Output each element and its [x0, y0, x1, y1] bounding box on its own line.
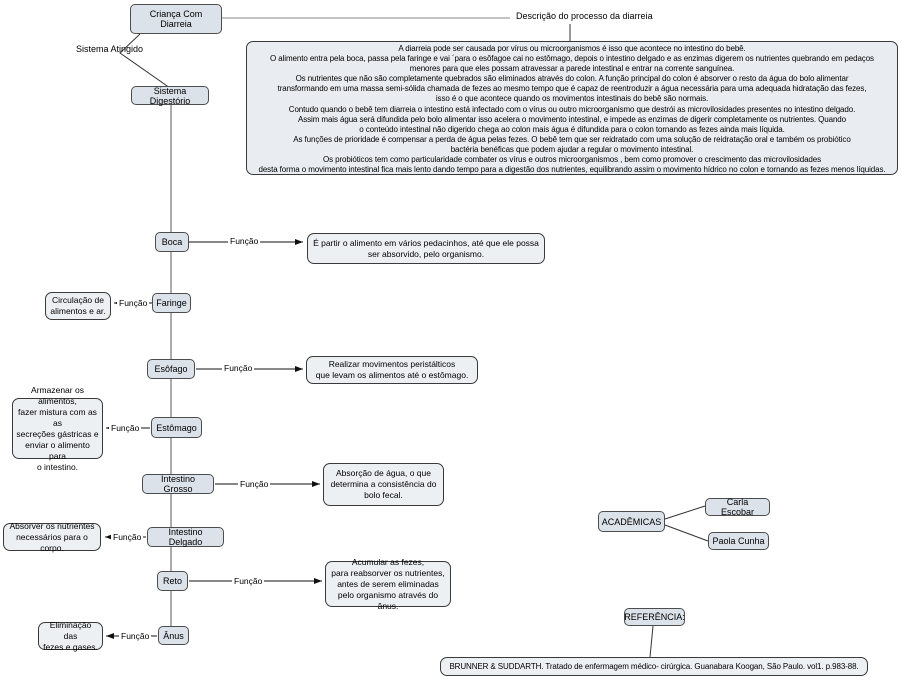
- node-boca: Boca: [155, 232, 189, 252]
- label-funcao-esofago: Função: [222, 363, 255, 373]
- node-intestino-grosso: Intestino Grosso: [142, 474, 214, 494]
- label-funcao-boca: Função: [228, 236, 261, 246]
- node-esofago: Esôfago: [147, 359, 195, 379]
- label-funcao-intestino-grosso: Função: [238, 479, 271, 489]
- desc-faringe: Circulação de alimentos e ar.: [45, 292, 111, 320]
- box-referencia-texto: BRUNNER & SUDDARTH. Tratado de enfermage…: [440, 657, 868, 676]
- node-estomago: Estômago: [151, 417, 202, 438]
- desc-intestino-grosso: Absorção de água, o que determina a cons…: [323, 463, 444, 506]
- label-descricao-processo: Descrição do processo da diarreia: [516, 11, 653, 21]
- node-faringe: Faringe: [152, 293, 191, 313]
- node-crianca-com-diarreia: Criança Com Diarreia: [130, 4, 222, 34]
- label-funcao-reto: Função: [232, 576, 265, 586]
- desc-estomago: Armazenar os alimentos, fazer mistura co…: [12, 385, 103, 472]
- connector-academicas-paola: [664, 524, 709, 542]
- desc-boca: É partir o alimento em vários pedacinhos…: [307, 233, 545, 264]
- node-sistema-digestorio: Sistema Digestório: [131, 86, 209, 106]
- node-carla-escobar: Carla Escobar: [705, 497, 770, 517]
- desc-reto: Acumular as fezes, para reabsorver os nu…: [325, 557, 451, 611]
- node-paola-cunha: Paola Cunha: [708, 532, 769, 550]
- node-intestino-delgado: Intestino Delgado: [147, 527, 224, 547]
- label-sistema-atingido: Sistema Atingido: [76, 44, 144, 54]
- node-anus: Ânus: [158, 626, 189, 645]
- desc-anus: Eliminação das fezes e gases.: [38, 620, 103, 652]
- connector-referencia: [649, 625, 654, 658]
- desc-esofago: Realizar movimentos peristálticos que le…: [306, 356, 478, 384]
- node-referencia: REFERÊNCIA:: [624, 608, 685, 626]
- node-reto: Reto: [157, 571, 188, 591]
- label-funcao-anus: Função: [119, 631, 152, 641]
- label-funcao-intestino-delgado: Função: [111, 532, 144, 542]
- connector-academicas-carla: [664, 505, 706, 520]
- label-funcao-estomago: Função: [109, 423, 142, 433]
- desc-intestino-delgado: Absorver os nutrientes necessários para …: [3, 521, 101, 553]
- connector-root-sistema: [119, 33, 171, 89]
- label-funcao-faringe: Função: [117, 298, 150, 308]
- node-academicas: ACADÊMICAS: [598, 511, 665, 532]
- box-descricao-texto: A diarreia pode ser causada por vírus ou…: [246, 41, 898, 175]
